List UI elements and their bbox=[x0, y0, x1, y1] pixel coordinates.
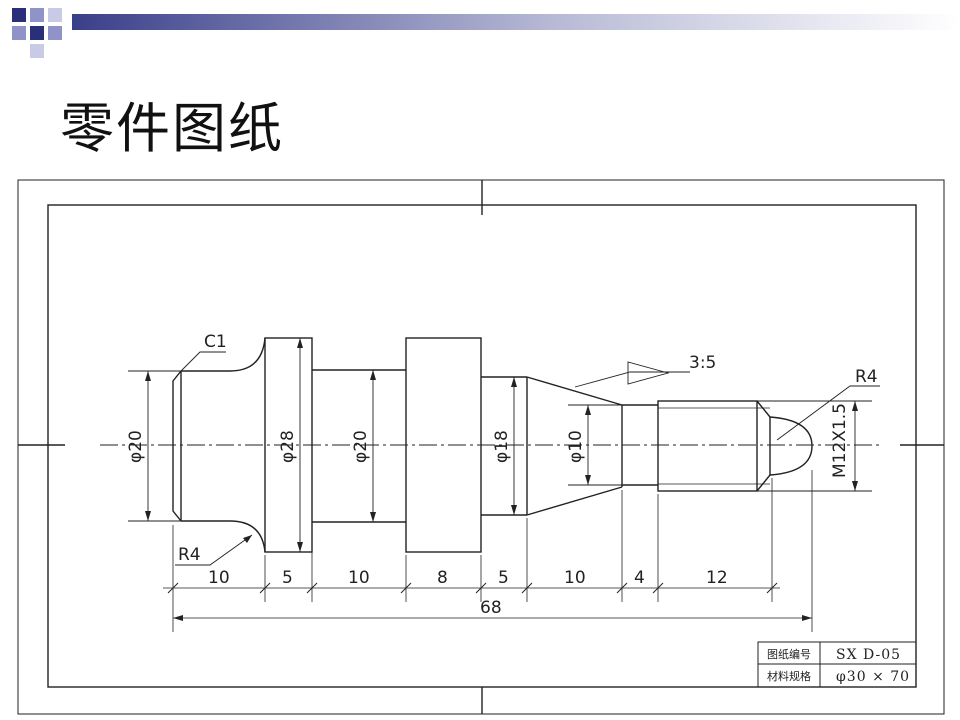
diameter-label: φ28 bbox=[278, 430, 298, 463]
title-block-label: 图纸编号 bbox=[767, 647, 811, 661]
header-square bbox=[12, 8, 26, 22]
title-block bbox=[757, 641, 917, 688]
length-label: 10 bbox=[564, 568, 586, 588]
title-block-value: φ30 × 70 bbox=[836, 669, 910, 685]
diameter-label: φ20 bbox=[351, 430, 371, 463]
chamfer-label: C1 bbox=[204, 332, 227, 352]
title-block-label: 材料规格 bbox=[767, 669, 811, 683]
title-block-value: SX D-05 bbox=[836, 647, 901, 663]
header-square bbox=[48, 8, 62, 22]
header-square bbox=[48, 26, 62, 40]
thread-label: M12X1.5 bbox=[830, 403, 850, 478]
radius-left-label: R4 bbox=[178, 545, 201, 565]
outer-frame bbox=[17, 179, 945, 715]
length-label: 10 bbox=[348, 568, 370, 588]
header-square bbox=[12, 26, 26, 40]
length-label: 5 bbox=[282, 568, 293, 588]
diameter-label: φ20 bbox=[126, 430, 146, 463]
tick-marks bbox=[167, 582, 778, 594]
length-label: 8 bbox=[437, 568, 448, 588]
shaft-outline bbox=[172, 337, 813, 553]
leader-lines bbox=[175, 351, 880, 566]
header-square bbox=[30, 8, 44, 22]
header-square bbox=[30, 44, 44, 58]
length-label: 5 bbox=[498, 568, 509, 588]
slide-title: 零件图纸 bbox=[60, 97, 284, 160]
taper-label: 3:5 bbox=[689, 353, 716, 373]
length-label: 10 bbox=[208, 568, 230, 588]
radius-right-label: R4 bbox=[855, 367, 878, 387]
overall-arrowheads bbox=[173, 615, 812, 621]
diameter-dimension-lines bbox=[128, 338, 872, 552]
header-square bbox=[30, 26, 44, 40]
header-bar bbox=[72, 14, 960, 30]
length-label: 4 bbox=[634, 568, 645, 588]
total-length-label: 68 bbox=[480, 598, 502, 618]
diameter-label: φ18 bbox=[492, 430, 512, 463]
length-label: 12 bbox=[706, 568, 728, 588]
arrowheads bbox=[145, 338, 858, 552]
diameter-label: φ10 bbox=[566, 430, 586, 463]
